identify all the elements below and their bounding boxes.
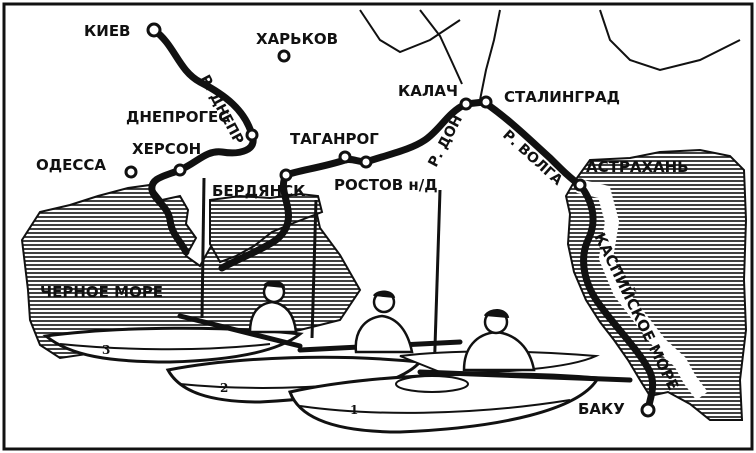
city-label-dneproges: ДНЕПРОГЕС <box>126 108 229 126</box>
city-marker-stalingrad <box>479 95 493 109</box>
city-label-astrakhan: АСТРАХАНЬ <box>586 158 689 176</box>
city-marker-odessa <box>124 165 138 179</box>
paddle-1 <box>417 369 633 383</box>
azov-sea-area <box>209 192 324 264</box>
kayak-3-number: 3 <box>102 343 110 357</box>
mast-2 <box>310 199 318 339</box>
river-dnepr-route <box>148 26 257 256</box>
rower-3 <box>248 280 298 334</box>
city-marker-kherson <box>173 163 187 177</box>
kayak-3-hull <box>42 326 304 364</box>
tributary-volga-upper <box>479 9 501 101</box>
city-label-kherson: ХЕРСОН <box>132 140 201 158</box>
tributary-don-upper <box>419 9 463 85</box>
sea-label-black: ЧЕРНОЕ МОРЕ <box>40 283 163 301</box>
river-volga-route <box>480 98 584 189</box>
tributary-east <box>599 9 741 72</box>
city-marker-rostov <box>359 155 373 169</box>
mast-3 <box>200 177 206 319</box>
city-label-odessa: ОДЕССА <box>36 156 106 174</box>
city-marker-dneproges <box>245 128 259 142</box>
river-don-route <box>362 100 470 166</box>
city-label-stalingrad: СТАЛИНГРАД <box>504 88 620 106</box>
kayak-1-cockpit <box>395 375 469 393</box>
mast-1 <box>432 189 442 379</box>
city-marker-kalach <box>459 97 473 111</box>
city-label-kiev: КИЕВ <box>84 22 131 40</box>
city-label-baku: БАКУ <box>578 400 625 418</box>
kayak-1-number: 1 <box>350 403 358 417</box>
city-label-rostov: РОСТОВ н/Д <box>334 176 438 194</box>
city-marker-berdyansk <box>279 168 293 182</box>
city-marker-kharkov <box>277 49 291 63</box>
city-markers <box>124 22 656 418</box>
kayak-2-number: 2 <box>220 381 228 395</box>
paddle-3 <box>177 313 303 349</box>
kayak-illustration: 3 2 1 <box>42 177 633 434</box>
city-label-taganrog: ТАГАНРОГ <box>290 130 379 148</box>
rower-1 <box>462 309 536 372</box>
city-marker-astrakhan <box>573 178 587 192</box>
city-marker-taganrog <box>338 150 352 164</box>
rower-2 <box>354 290 414 354</box>
city-label-kharkov: ХАРЬКОВ <box>256 30 338 48</box>
route-azov-south <box>218 171 292 272</box>
city-marker-kiev <box>146 22 162 38</box>
route-caspian <box>576 181 657 414</box>
city-marker-baku <box>640 402 656 418</box>
city-label-berdyansk: БЕРДЯНСК <box>212 182 306 200</box>
city-label-kalach: КАЛАЧ <box>398 82 458 100</box>
tributary-upper <box>359 9 461 54</box>
caspian-coast-strip <box>576 179 708 401</box>
